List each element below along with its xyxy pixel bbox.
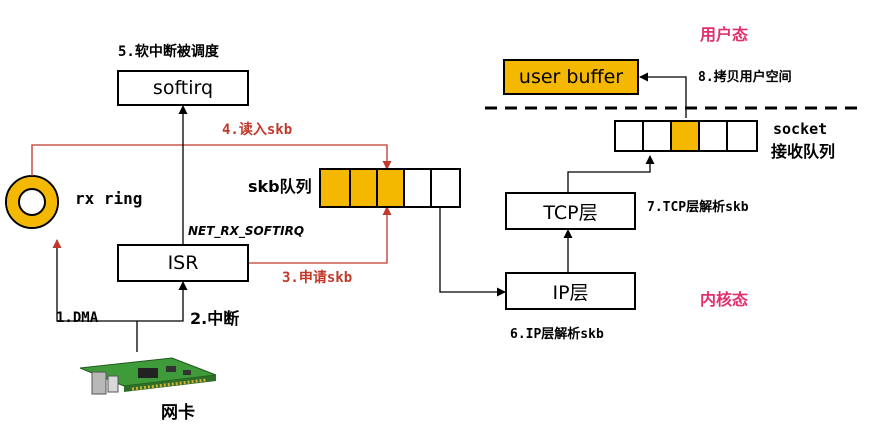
alloc-skb-arrow (249, 206, 392, 264)
copy-user-label: 8.拷贝用户空间 (698, 70, 792, 85)
rx-ring-label: rx ring (75, 189, 143, 208)
user-buffer-box: user buffer (503, 59, 639, 95)
nic-label: 网卡 (161, 403, 195, 423)
socket-label: socket (773, 120, 828, 138)
dma-arrow (52, 239, 138, 352)
tcp-to-socket-arrow (567, 155, 655, 192)
skb-queue (319, 168, 461, 208)
tcp-layer-box: TCP层 (505, 192, 636, 230)
ip-layer-box: IP层 (505, 272, 636, 310)
rx-ring-icon (5, 175, 59, 229)
interrupt-arrow (137, 281, 188, 322)
alloc-skb-label: 3.申请skb (282, 270, 353, 286)
kernel-mode-label: 内核态 (700, 290, 749, 309)
tcp-parse-label: 7.TCP层解析skb (647, 200, 749, 215)
isr-box: ISR (117, 244, 249, 282)
ip-parse-label: 6.IP层解析skb (510, 327, 604, 342)
read-skb-arrow (31, 144, 392, 176)
dma-label: 1.DMA (56, 310, 99, 326)
nic-card-icon (79, 357, 217, 395)
recv-queue-label: 接收队列 (771, 142, 836, 161)
net-rx-softirq-label: NET_RX_SOFTIRQ (188, 224, 305, 238)
read-skb-label: 4.读入skb (222, 122, 293, 138)
softirq-box: softirq (117, 70, 249, 106)
softirq-sched-label: 5.软中断被调度 (118, 44, 219, 60)
user-mode-label: 用户态 (700, 25, 749, 44)
queue-to-ip-arrow (439, 207, 506, 297)
socket-to-user-arrow (639, 72, 687, 118)
socket-recv-queue (614, 120, 758, 152)
interrupt-label: 2.中断 (190, 309, 240, 328)
skb-queue-label: skb队列 (248, 177, 312, 196)
